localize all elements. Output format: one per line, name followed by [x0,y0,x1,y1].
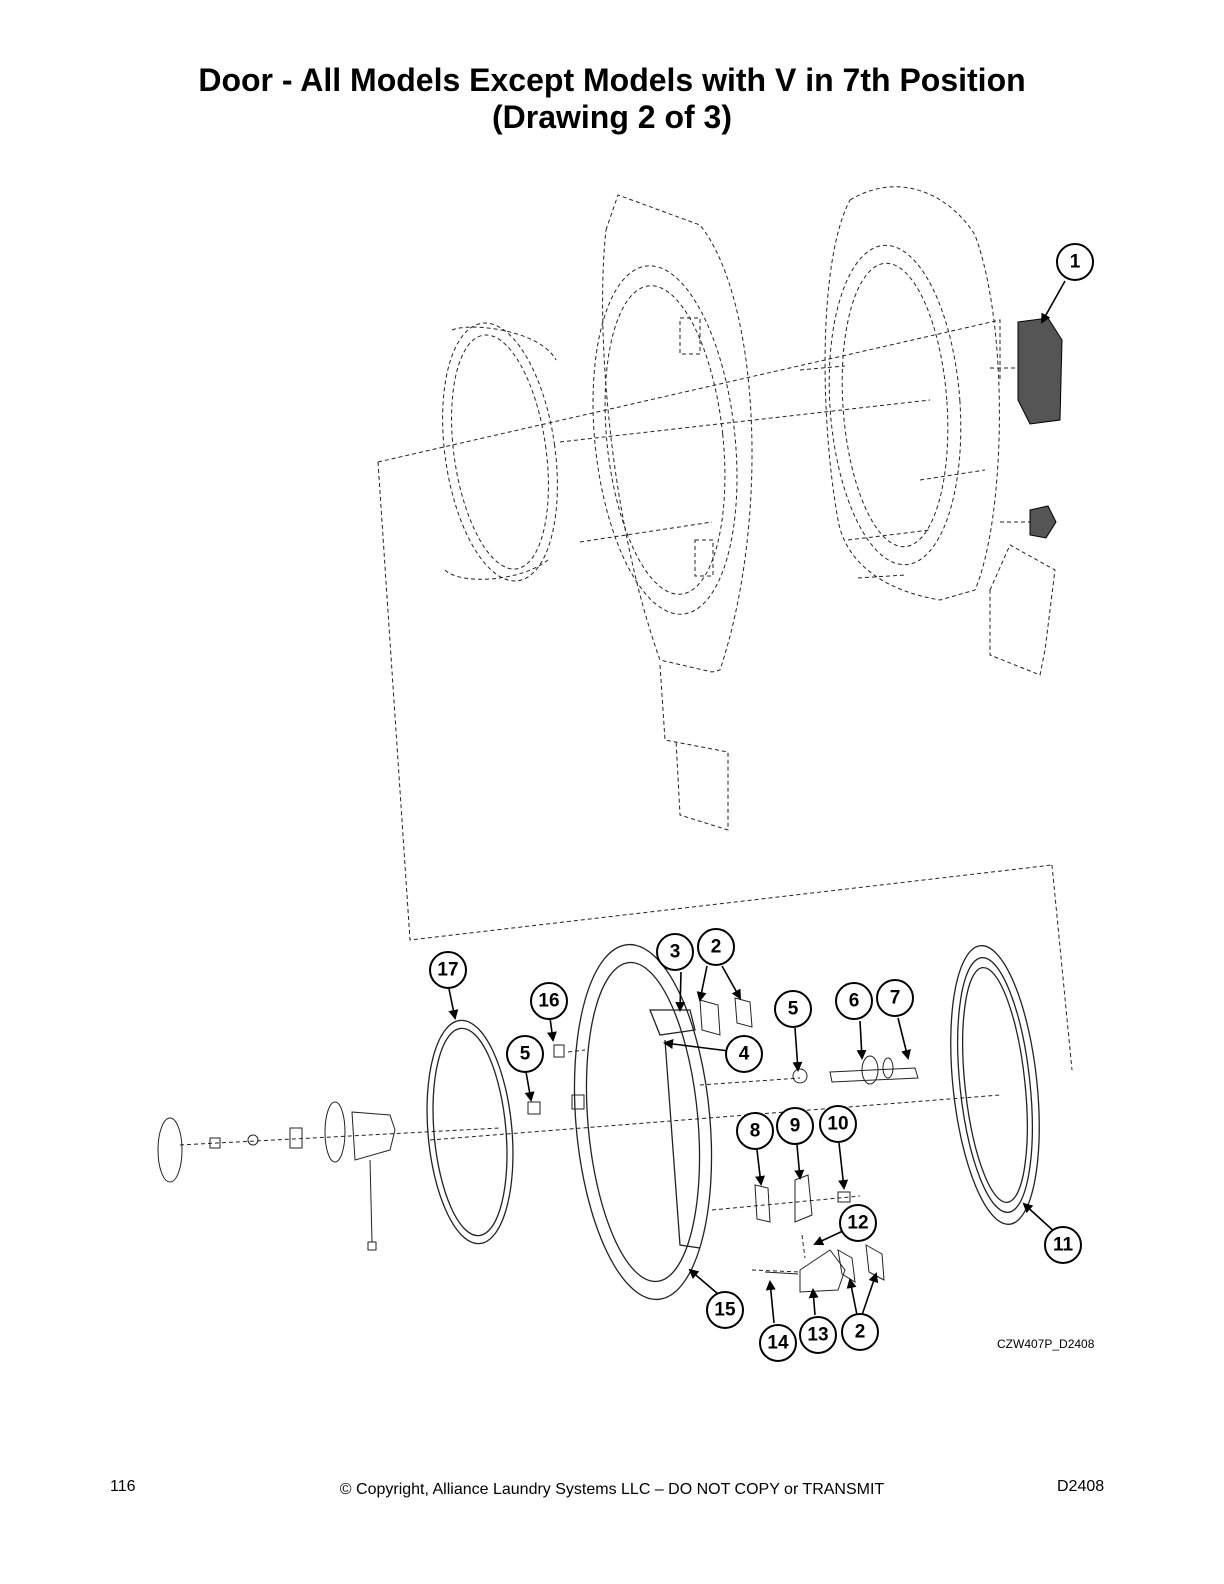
door-lock-module [1017,317,1063,539]
callout-12: 12 [847,1213,868,1234]
title-line-2: (Drawing 2 of 3) [491,99,732,135]
callout-10: 10 [827,1114,848,1135]
callout-11-circle [1044,1226,1082,1264]
door-liner [442,322,558,582]
callout-11: 11 [1053,1235,1074,1256]
callout-5b: 5 [788,999,799,1020]
callout-14: 14 [767,1333,789,1354]
callout-5a-circle [506,1035,544,1073]
callout-7-circle [876,979,914,1017]
callout-15-circle [706,1291,744,1329]
callout-14-circle [759,1324,797,1362]
page-number: 116 [110,1478,136,1495]
callout-13-circle [799,1316,837,1354]
callout-2a-circle [697,928,735,966]
copyright-notice: © Copyright, Alliance Laundry Systems LL… [339,1481,885,1498]
callout-8-circle [736,1112,774,1150]
callout-2a: 2 [711,937,722,958]
callout-10-circle [819,1105,857,1143]
seal-ring [426,1019,514,1245]
callout-4: 4 [739,1044,750,1065]
callout-3-circle [656,933,694,971]
document-id: D2408 [1057,1478,1105,1495]
callout-4-circle [725,1035,763,1073]
drawing-code: CZW407P_D2408 [997,1337,1095,1351]
page-title: Door - All Models Except Models with V i… [0,62,1224,136]
callout-16: 16 [538,991,559,1012]
callout-13: 13 [807,1325,828,1346]
centerline-upper [559,365,1030,579]
callout-9: 9 [790,1116,801,1137]
callout-6-circle [835,982,873,1020]
callout-5b-circle [774,990,812,1028]
callout-16-circle [530,982,568,1020]
door-glass [950,945,1040,1225]
callout-12-circle [839,1204,877,1242]
assembly-boundary [377,319,1073,1071]
callout-6: 6 [849,991,860,1012]
door-ring [573,943,713,1301]
outer-door-panel [824,186,1056,676]
callout-15: 15 [714,1300,736,1321]
callout-9-circle [776,1107,814,1145]
centerline-lower [179,1049,1001,1273]
title-line-1: Door - All Models Except Models with V i… [198,62,1026,98]
callout-17: 17 [437,960,458,981]
callout-7: 7 [890,988,901,1009]
handle-hardware [157,1101,396,1251]
callout-8: 8 [750,1121,761,1142]
callout-3: 3 [670,942,681,963]
callout-5a: 5 [520,1044,531,1065]
callout-1-circle [1056,243,1094,281]
callout-1: 1 [1070,252,1081,273]
callout-17-circle [429,951,467,989]
callout-2b-circle [841,1313,879,1351]
hinge-parts [527,997,919,1293]
inner-door-panel [592,194,753,831]
callout-2b: 2 [855,1322,866,1343]
